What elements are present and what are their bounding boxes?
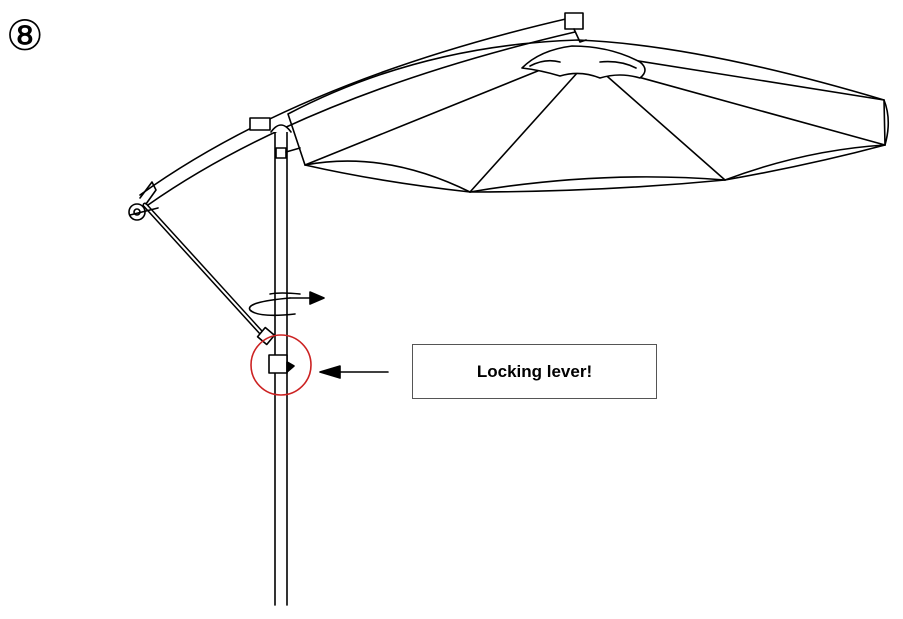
locking-lever-highlight: [250, 334, 312, 396]
step-number: ⑧: [6, 11, 44, 60]
support-strut: [128, 181, 276, 346]
rotation-arrow-icon: [248, 291, 325, 317]
callout-box: Locking lever!: [412, 344, 657, 399]
locking-lever: [268, 354, 295, 374]
callout-label: Locking lever!: [476, 361, 593, 381]
curved-arm: [139, 12, 587, 206]
canopy: [287, 39, 890, 193]
pointer-arrow-icon: [319, 365, 389, 379]
